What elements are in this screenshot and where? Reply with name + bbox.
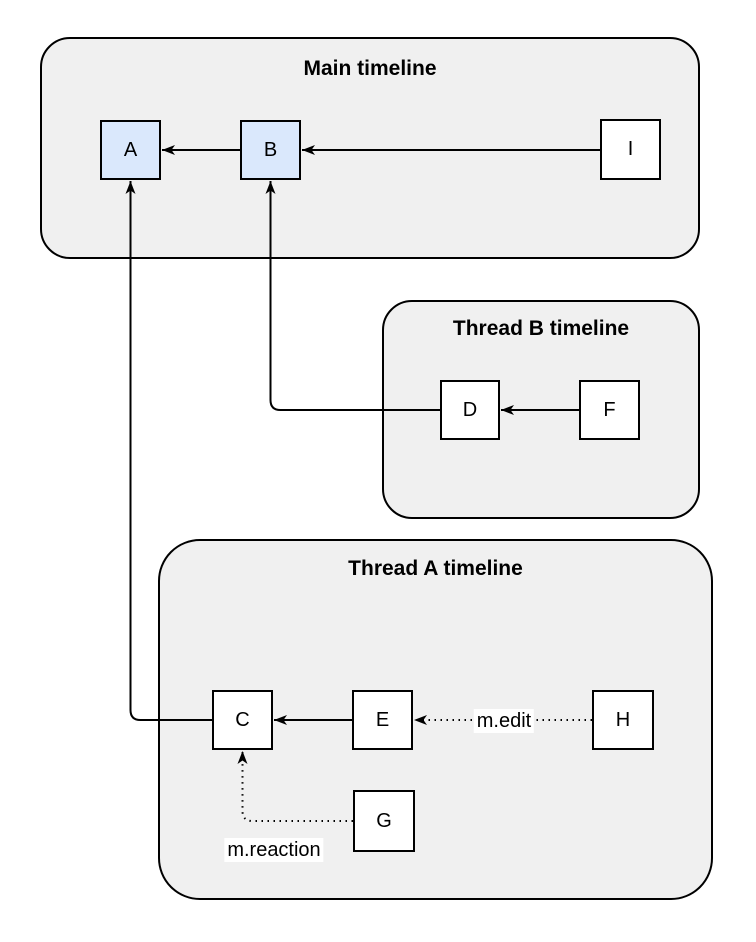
node-I: I	[600, 119, 661, 180]
node-F: F	[579, 380, 640, 440]
thread-b-timeline: Thread B timeline	[382, 300, 700, 519]
node-D: D	[440, 380, 500, 440]
node-G: G	[353, 790, 415, 852]
node-C: C	[212, 690, 273, 750]
node-H: H	[592, 690, 654, 750]
main-timeline-title: Main timeline	[303, 57, 437, 80]
thread-a-timeline-title: Thread A timeline	[348, 557, 523, 580]
node-A: A	[100, 120, 161, 180]
thread-b-timeline-title: Thread B timeline	[452, 317, 630, 340]
edge-label-m-reaction: m.reaction	[224, 838, 324, 862]
node-E: E	[352, 690, 413, 750]
edge-label-m-edit: m.edit	[473, 709, 535, 733]
node-B: B	[240, 120, 301, 180]
